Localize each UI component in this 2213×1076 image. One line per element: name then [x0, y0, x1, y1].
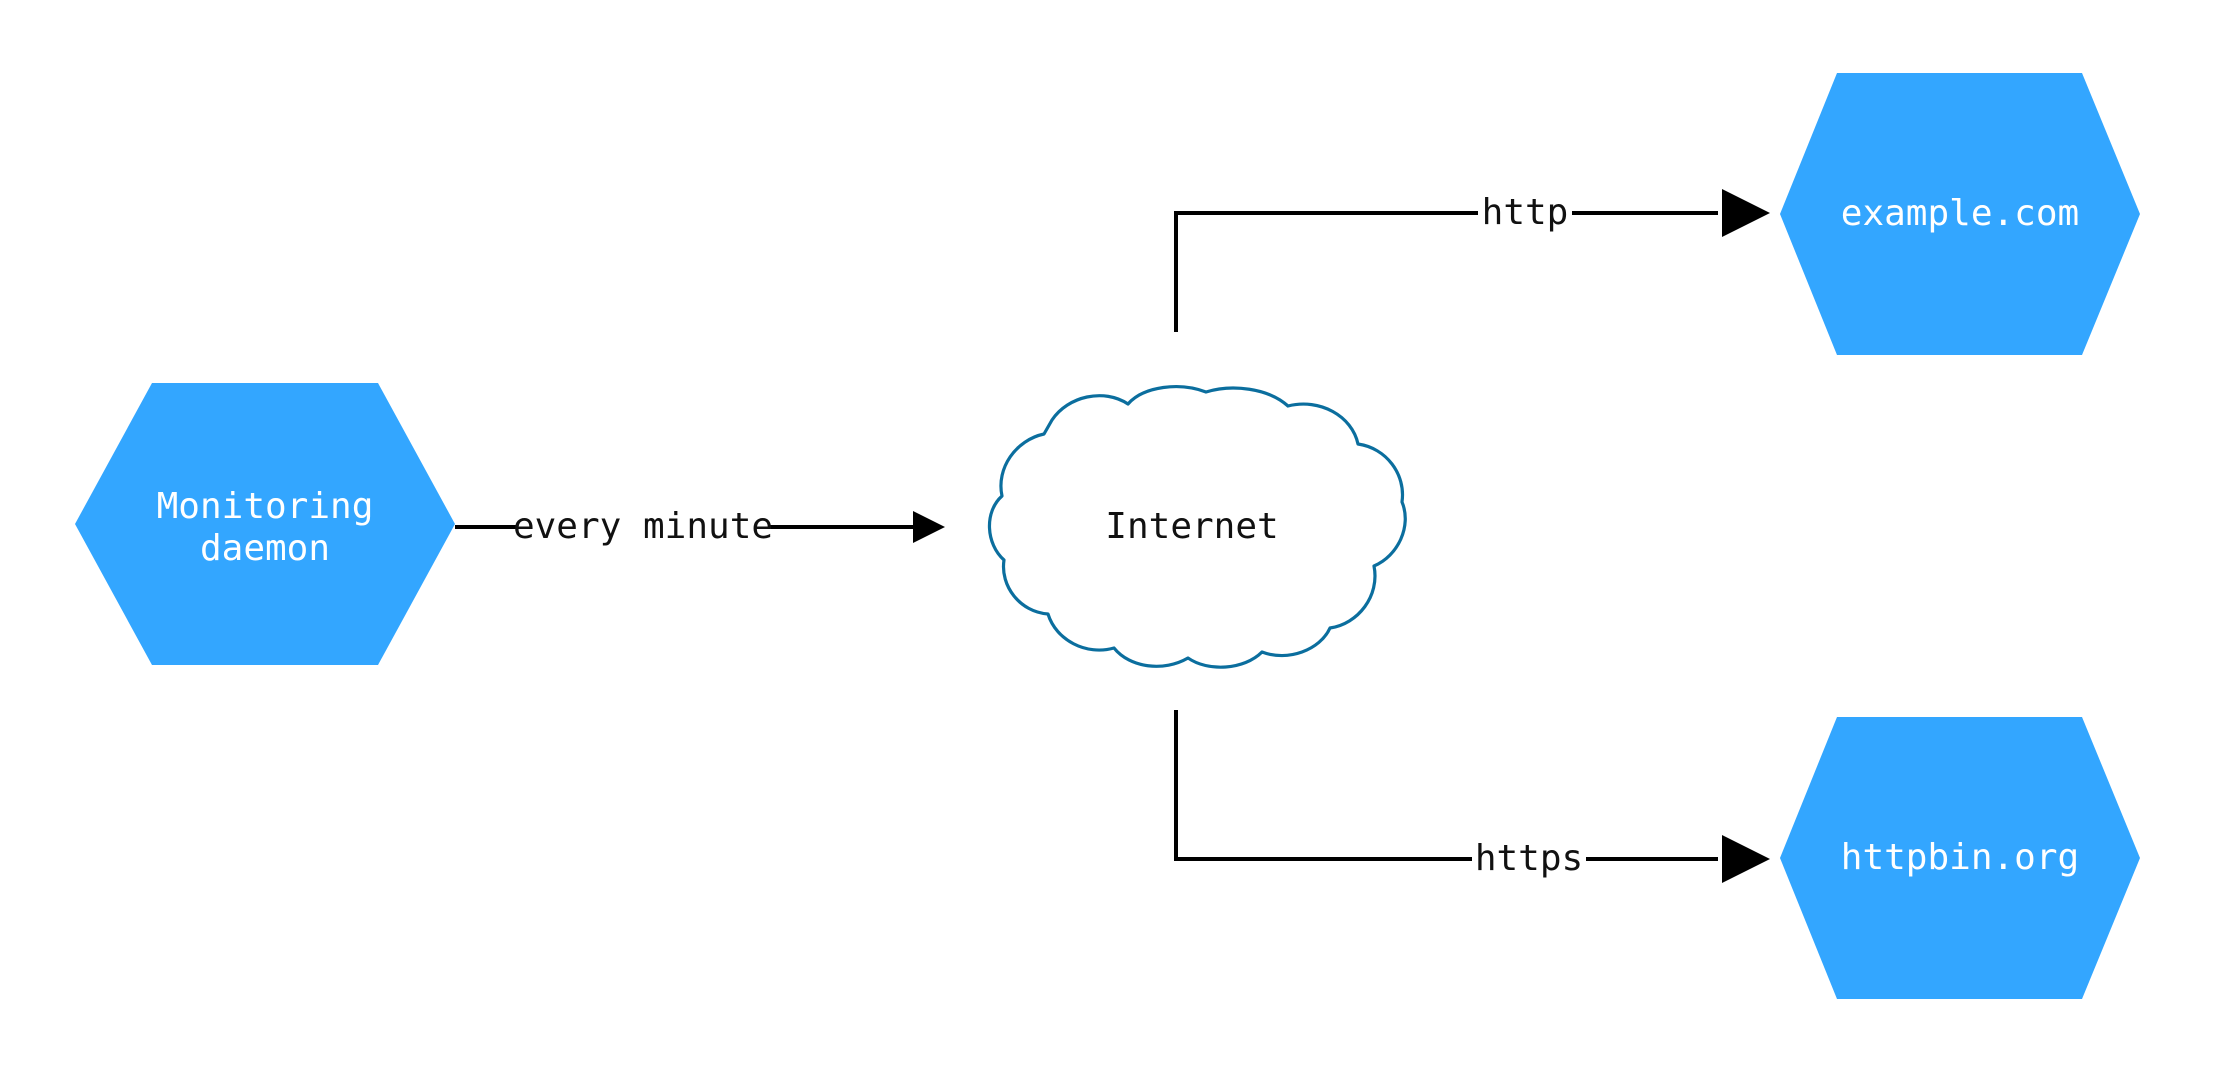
edge-internet-to-example-line: [1174, 211, 1718, 332]
node-example-com-label: example.com: [1841, 193, 2079, 234]
edge-daemon-to-internet-arrowhead: [913, 511, 945, 543]
edge-internet-to-httpbin-line: [1174, 710, 1718, 861]
node-internet-cloud-shape: [987, 385, 1407, 669]
node-monitoring-daemon-shape: [75, 383, 455, 665]
edge-daemon-to-internet[interactable]: every minute: [455, 505, 945, 549]
node-internet[interactable]: Internet: [987, 385, 1407, 669]
edge-internet-to-example-label: http: [1482, 192, 1569, 233]
node-httpbin-org[interactable]: httpbin.org: [1780, 717, 2140, 999]
node-monitoring-daemon-label-line-2: daemon: [200, 528, 330, 569]
edge-internet-to-httpbin-arrowhead: [1722, 835, 1770, 883]
edge-internet-to-httpbin-label-bg: [1472, 837, 1586, 881]
edge-daemon-to-internet-label: every minute: [513, 506, 773, 547]
node-httpbin-org-label: httpbin.org: [1841, 837, 2079, 878]
edge-internet-to-example-label-bg: [1478, 191, 1572, 235]
node-monitoring-daemon-label-line-1: Monitoring: [157, 486, 374, 527]
edge-daemon-to-internet-label-bg: [518, 505, 768, 549]
node-monitoring-daemon[interactable]: Monitoring daemon: [75, 383, 455, 665]
edge-internet-to-example-arrowhead: [1722, 189, 1770, 237]
node-example-com-shape: [1780, 73, 2140, 355]
node-httpbin-org-shape: [1780, 717, 2140, 999]
node-example-com[interactable]: example.com: [1780, 73, 2140, 355]
edge-internet-to-httpbin[interactable]: https: [1174, 710, 1770, 883]
edge-internet-to-example[interactable]: http: [1174, 189, 1770, 332]
node-internet-label: Internet: [1105, 506, 1278, 547]
edge-internet-to-httpbin-label: https: [1475, 838, 1583, 879]
